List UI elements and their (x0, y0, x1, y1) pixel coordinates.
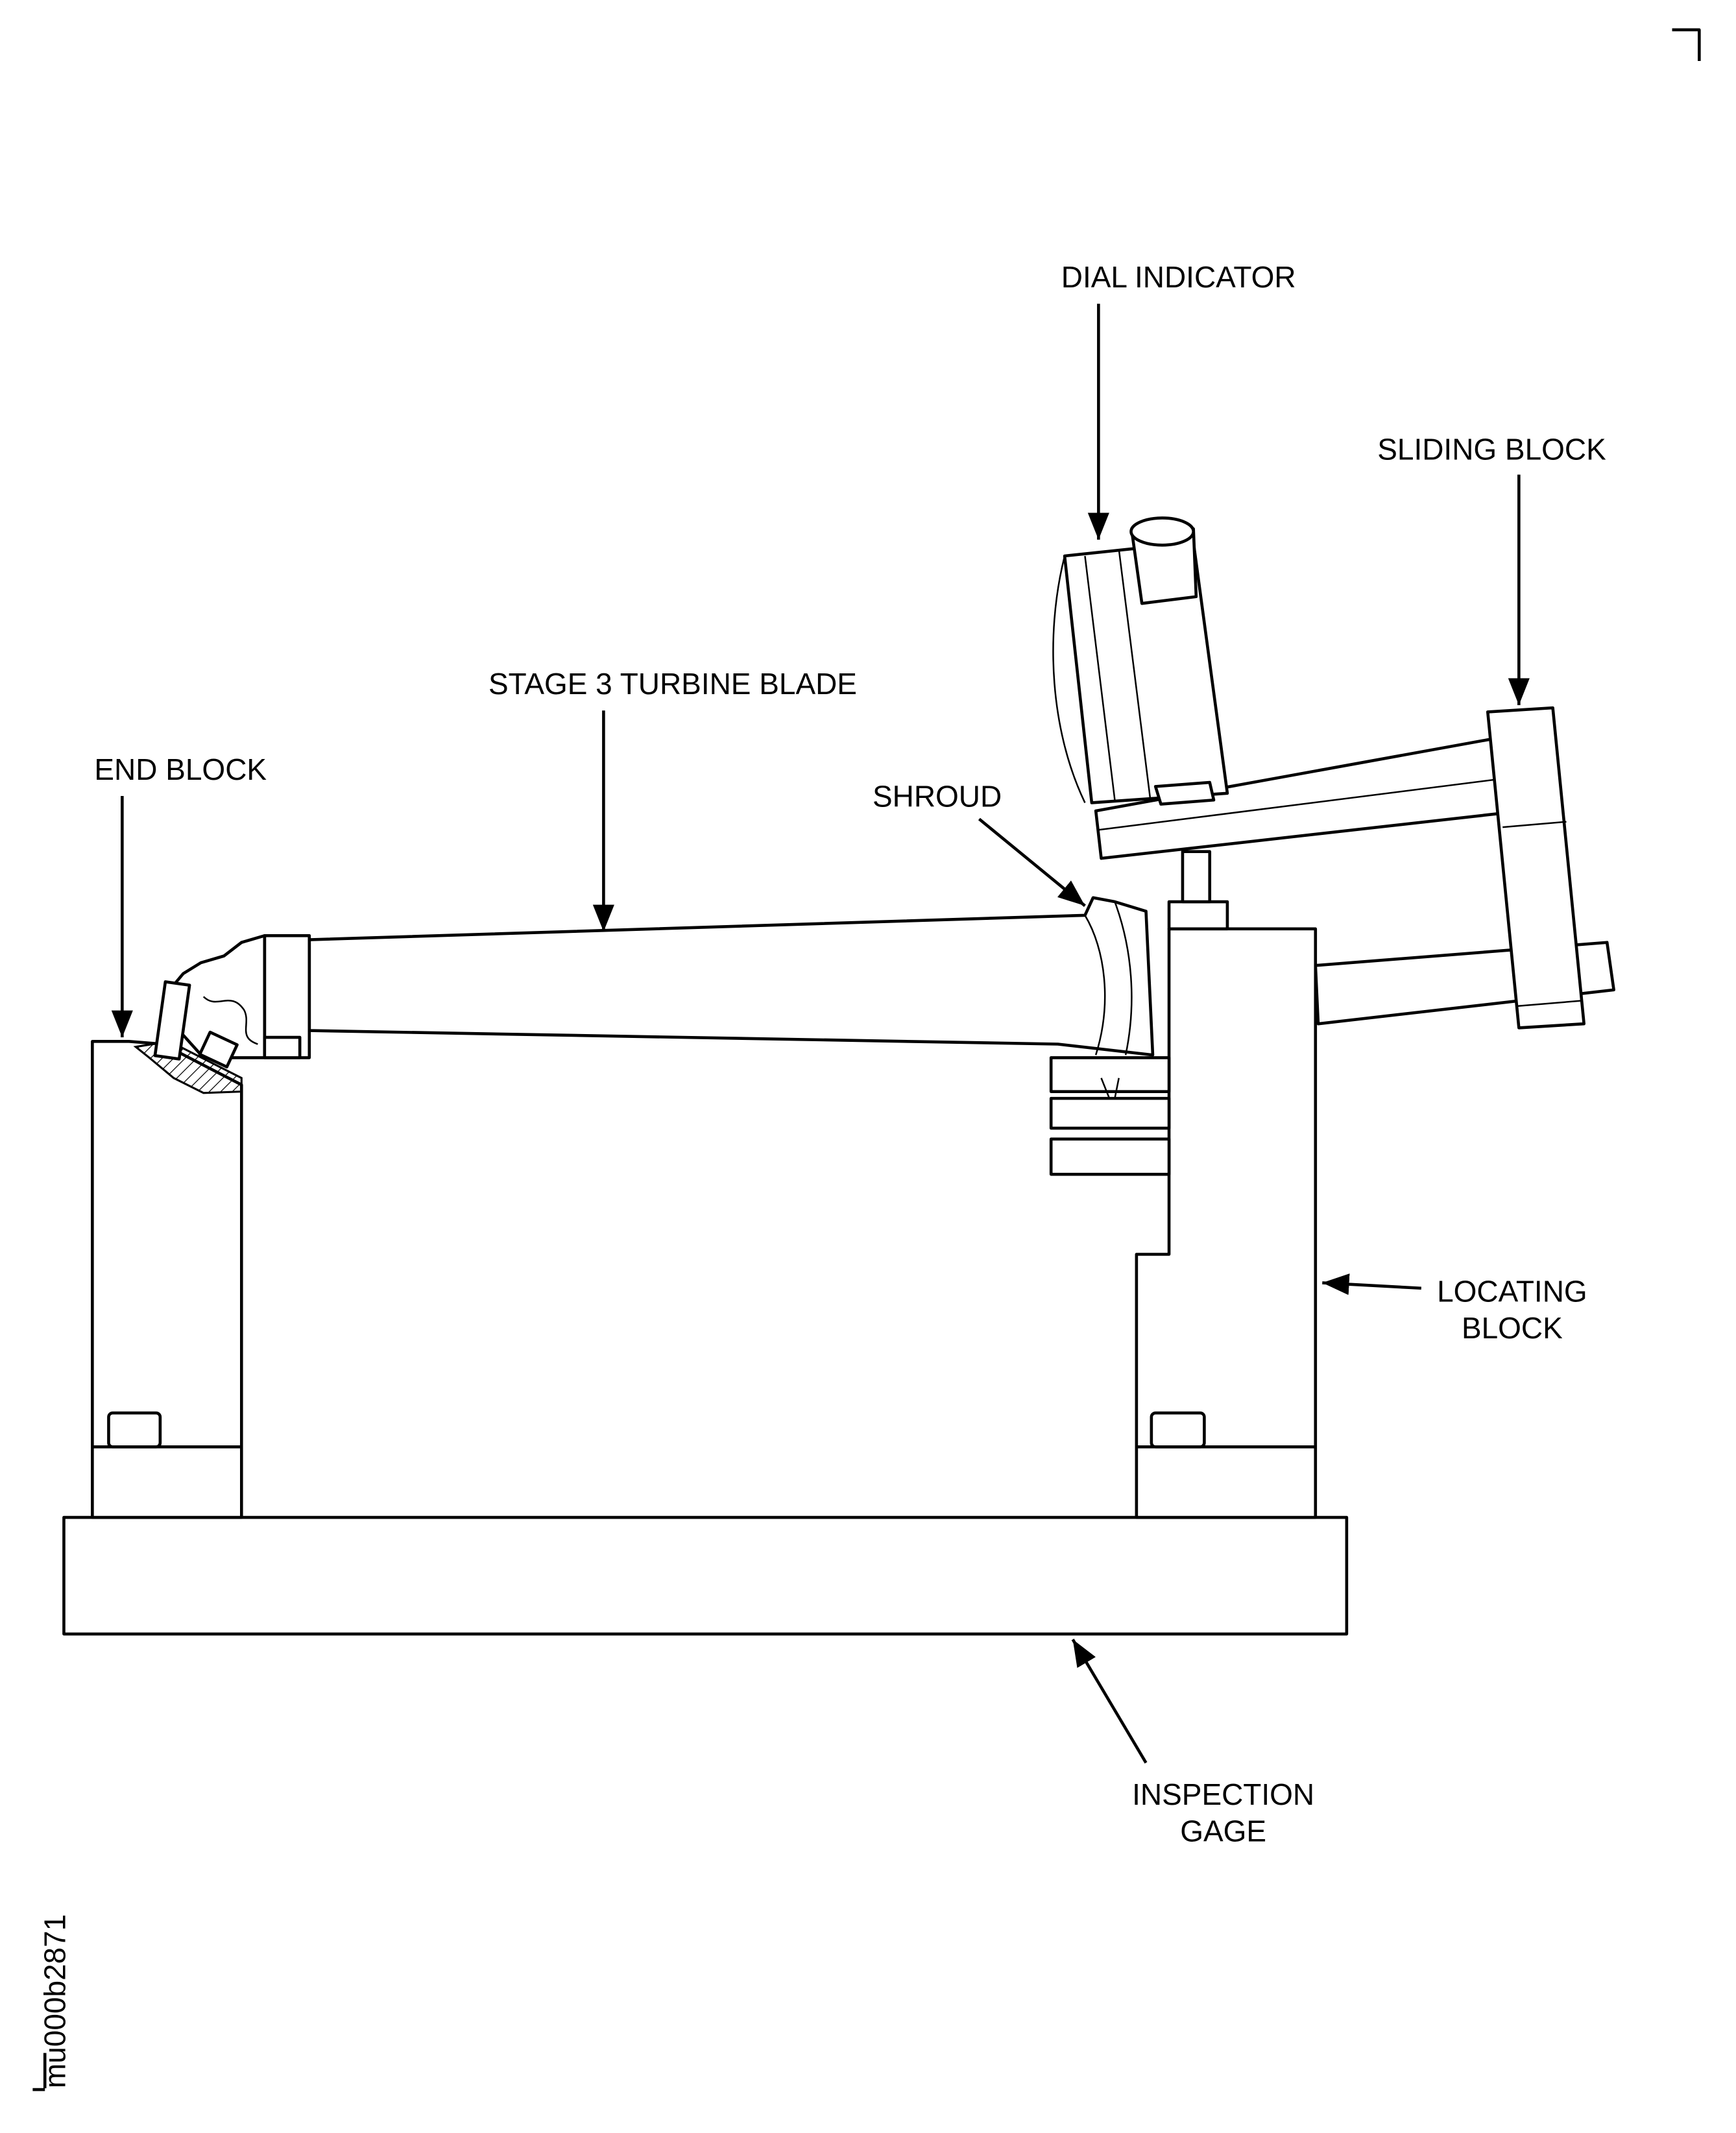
shroud-leader (978, 817, 1086, 908)
shroud-label: SHROUD (873, 780, 1002, 813)
locating-block-leader (1322, 1273, 1421, 1295)
sliding-block-label: SLIDING BLOCK (1377, 433, 1606, 466)
locating-block-label-line2: BLOCK (1462, 1311, 1563, 1345)
locating-block-label-line1: LOCATING (1437, 1275, 1587, 1308)
dial-indicator (1052, 516, 1229, 806)
sliding-block (1094, 706, 1615, 1030)
turbine-blade-label: STAGE 3 TURBINE BLADE (488, 667, 857, 701)
figure-id: mu000b2871 (38, 1914, 72, 2088)
dial-indicator-label: DIAL INDICATOR (1061, 260, 1296, 294)
inspection-gage-base (62, 1515, 1349, 1636)
corner-mark (1672, 28, 1701, 62)
inspection-gage-label-line2: GAGE (1180, 1814, 1266, 1848)
inspection-gage-leader (1071, 1638, 1148, 1764)
turbine-blade (153, 896, 1155, 1068)
inspection-gage-label-line1: INSPECTION (1132, 1778, 1314, 1811)
locating-block (1135, 850, 1318, 1519)
end-block-label: END BLOCK (94, 753, 267, 786)
end-block (91, 1040, 243, 1519)
clamp-plates (1049, 1056, 1171, 1176)
